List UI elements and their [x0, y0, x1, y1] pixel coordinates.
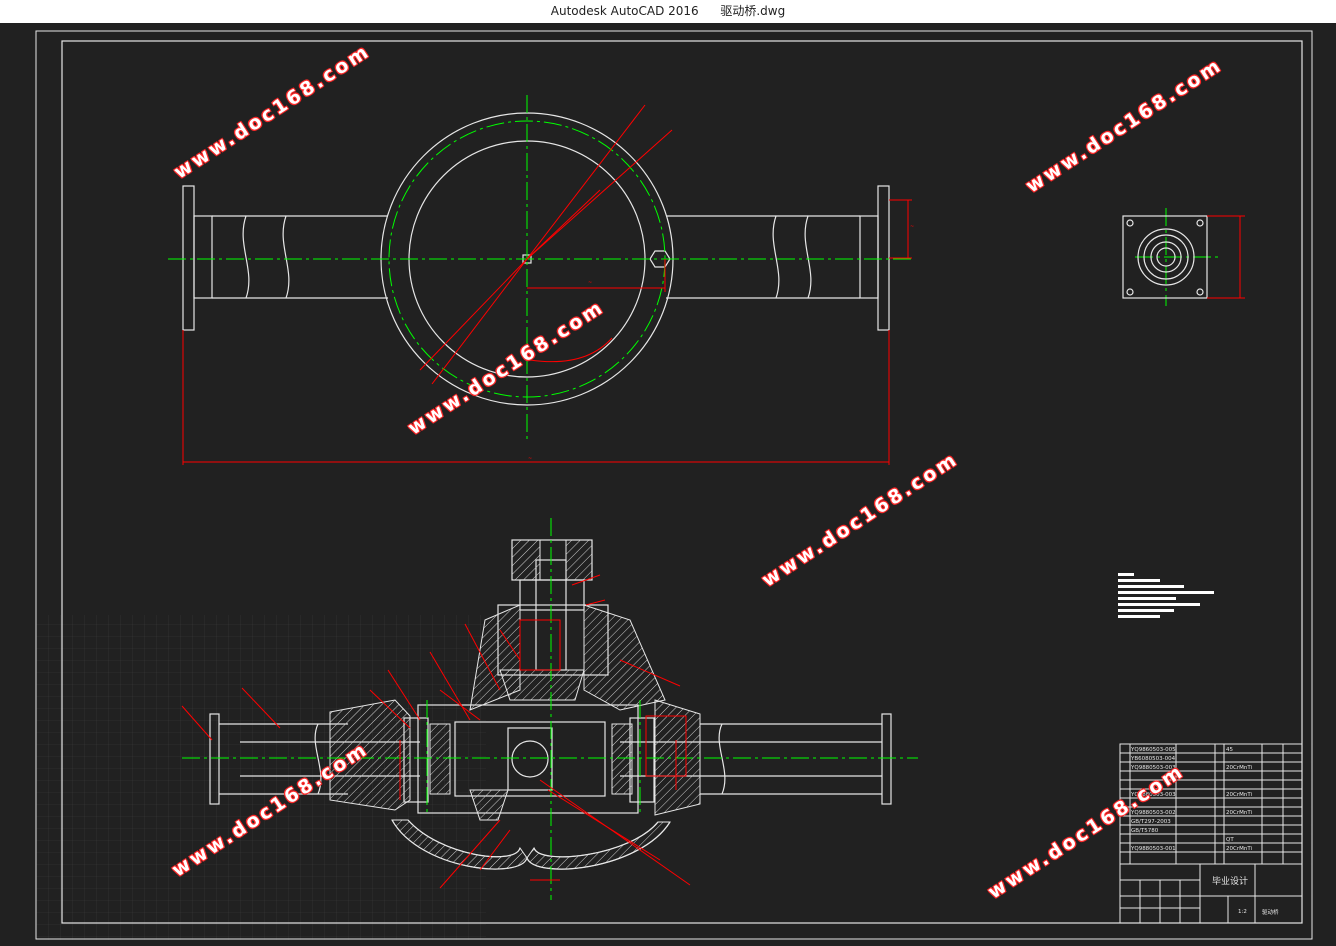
tb-part-code: GB/T297-2003 — [1131, 819, 1171, 825]
tb-part-code: YQ9880503-002 — [1130, 810, 1176, 816]
section-centerlines — [182, 518, 918, 900]
tb-drawing-name: 驱动桥 — [1262, 908, 1279, 916]
file-name: 驱动桥.dwg — [720, 4, 786, 18]
tb-part-code: YB6080503-004 — [1130, 756, 1176, 762]
side-view-dim — [1207, 215, 1245, 299]
technical-notes — [1118, 573, 1214, 618]
tb-part-material: 20CrMnTi — [1226, 846, 1253, 852]
svg-text:~: ~ — [528, 456, 532, 462]
section-leaders — [181, 574, 691, 889]
tb-title: 毕业设计 — [1212, 875, 1248, 887]
tb-part-code: YQ9880503-003 — [1130, 792, 1176, 798]
tb-part-code: YQ9880503-003 — [1130, 765, 1176, 771]
tb-part-material: 20CrMnTi — [1226, 792, 1253, 798]
drawing-svg: ~ ~ ~ — [35, 30, 1313, 940]
inner-frame — [61, 40, 1303, 924]
top-view-centerlines — [168, 95, 1222, 440]
svg-text:~: ~ — [588, 280, 592, 286]
app-title: Autodesk AutoCAD 2016 — [550, 4, 699, 18]
tb-part-code: YQ9860503-005 — [1130, 747, 1176, 753]
tb-scale: 1:2 — [1238, 909, 1247, 915]
tb-part-material: 20CrMnTi — [1226, 765, 1253, 771]
title-block-text: YQ9860503-005 45 YB6080503-004 YQ9880503… — [1130, 747, 1279, 916]
outer-frame — [35, 30, 1313, 940]
section-hatching — [329, 539, 701, 870]
top-view-dimensions — [182, 104, 912, 465]
tb-part-material: 20CrMnTi — [1226, 810, 1253, 816]
title-block-lines — [1119, 743, 1303, 924]
tb-part-material: QT — [1226, 837, 1234, 843]
tb-part-material: 45 — [1226, 747, 1233, 753]
grid-area — [36, 615, 486, 940]
tb-part-code: GB/T5780 — [1131, 828, 1159, 834]
drawing-canvas[interactable]: ~ ~ ~ — [0, 23, 1336, 942]
tb-part-code: YQ9880503-001 — [1130, 846, 1176, 852]
svg-text:~: ~ — [910, 224, 914, 230]
top-dim-labels: ~ ~ ~ — [528, 224, 914, 462]
side-view — [1122, 215, 1208, 299]
window-title-bar: Autodesk AutoCAD 2016 驱动桥.dwg — [0, 0, 1336, 23]
